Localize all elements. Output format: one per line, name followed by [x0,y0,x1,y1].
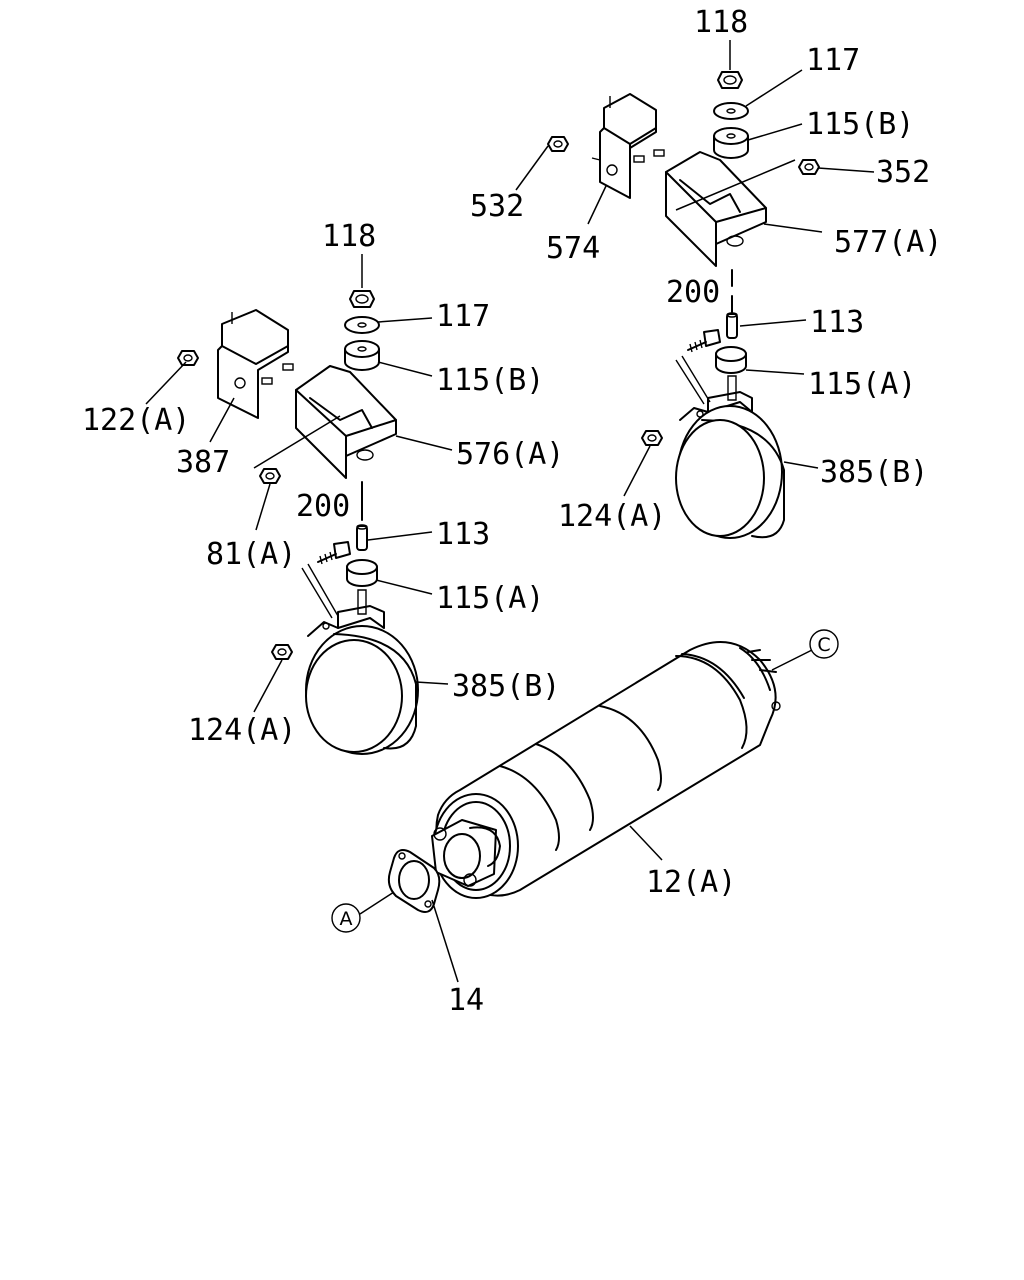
label-118-mid: 118 [322,219,376,254]
label-574: 574 [546,231,600,266]
label-200-mid: 200 [296,489,350,524]
label-117-mid: 117 [436,299,490,334]
rubber-mount-115b-mid [344,340,380,371]
bolt-200-mid [317,541,351,565]
label-385b-mid: 385(B) [452,669,560,704]
leader-lines [145,40,875,983]
nut-124a-top [641,430,663,446]
washer-117-top [713,102,749,120]
clamp-band-385b-top [675,269,785,539]
rubber-mount-115b-top [713,127,749,159]
nut-532 [547,136,569,152]
nut-124a-mid [271,644,293,660]
label-113-mid: 113 [436,517,490,552]
clamp-band-385b-mid [301,563,419,755]
label-387: 387 [176,445,230,480]
gasket-14 [387,849,441,913]
washer-117-mid [344,316,380,334]
rubber-mount-115a-top [715,346,747,374]
reference-marker-a: A [331,903,361,933]
nut-352 [798,159,820,175]
label-576a: 576(A) [456,437,564,472]
label-115a-top: 115(A) [808,367,916,402]
nut-81a [259,468,281,484]
label-124a-mid: 124(A) [188,713,296,748]
nut-118-mid [349,290,375,308]
bolt-200-top [687,329,721,353]
label-118-top: 118 [694,5,748,40]
label-385b-top: 385(B) [820,455,928,490]
label-115a-mid: 115(A) [436,581,544,616]
reference-marker-c-label: C [817,634,830,656]
label-117-top: 117 [806,43,860,78]
nut-118-top [717,71,743,89]
bracket-387 [217,309,294,419]
label-115b-mid: 115(B) [436,363,544,398]
bracket-576a [253,365,397,479]
label-14: 14 [448,983,484,1018]
bracket-577a [665,151,796,267]
nut-122a [177,350,199,366]
pin-113-mid [356,481,368,551]
label-115b-top: 115(B) [806,107,914,142]
label-12a: 12(A) [646,865,736,900]
reference-marker-a-label: A [340,908,353,930]
label-200-top: 200 [666,275,720,310]
label-124a-top: 124(A) [558,499,666,534]
label-577a: 577(A) [834,225,942,260]
label-81a: 81(A) [206,537,296,572]
label-352: 352 [876,155,930,190]
rubber-mount-115a-mid [346,559,378,587]
bracket-574 [591,93,665,199]
pin-113-top [726,312,738,339]
reference-marker-c: C [809,629,839,659]
label-113-top: 113 [810,305,864,340]
label-122a: 122(A) [82,403,190,438]
label-532: 532 [470,189,524,224]
muffler-12a [431,641,781,899]
